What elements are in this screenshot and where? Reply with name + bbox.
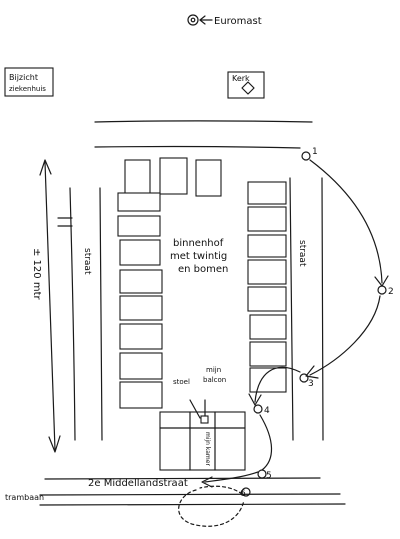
binnenhof-line1: binnenhof xyxy=(173,238,224,249)
route-point-4 xyxy=(253,404,263,414)
bottom-streets xyxy=(39,477,346,506)
right-street-label: straat xyxy=(297,240,307,267)
top-houses xyxy=(124,157,222,197)
binnenhof-line3: en bomen xyxy=(178,264,228,275)
route-point-1-label: 1 xyxy=(312,147,318,157)
stoel-label: stoel xyxy=(173,378,190,386)
left-street xyxy=(57,187,103,441)
route-arrow-icon xyxy=(178,159,389,527)
middellandstraat-label: 2e Middellandstraat xyxy=(88,478,188,489)
route-point-1 xyxy=(301,151,311,161)
distance-arrow xyxy=(39,159,61,453)
route-point-2-label: 2 xyxy=(388,287,394,297)
church-label: Kerk xyxy=(232,74,250,83)
trambaan-label: trambaan xyxy=(5,493,44,502)
church-icon xyxy=(227,71,265,99)
left-street-label: straat xyxy=(82,248,92,275)
balcon-label-line2: balcon xyxy=(203,376,226,384)
route-point-4-label: 4 xyxy=(264,406,270,416)
top-street xyxy=(94,120,313,149)
right-street xyxy=(289,177,324,441)
binnenhof-line2: met twintig xyxy=(170,251,227,262)
right-houses xyxy=(247,181,287,393)
balcon-label-line1: mijn xyxy=(206,366,221,374)
hospital-label-line1: Bijzicht xyxy=(9,73,38,82)
euromast-icon xyxy=(187,14,213,26)
route-point-5-label: 5 xyxy=(266,471,272,481)
route-point-5 xyxy=(257,469,267,479)
left-houses xyxy=(117,192,163,409)
distance-label: ± 120 mtr xyxy=(31,248,42,300)
euromast-label: Euromast xyxy=(214,16,262,27)
route-point-3-label: 3 xyxy=(308,379,314,389)
my-building xyxy=(159,399,246,471)
route-point-6 xyxy=(241,487,251,497)
route-point-2 xyxy=(377,285,387,295)
mijn-kamer-label: mijn kamer xyxy=(204,432,211,466)
hospital-label-line2: ziekenhuis xyxy=(9,85,46,93)
route-point-6-label: 6 xyxy=(240,489,246,499)
route-point-3 xyxy=(299,373,309,383)
hospital-icon xyxy=(4,67,54,97)
